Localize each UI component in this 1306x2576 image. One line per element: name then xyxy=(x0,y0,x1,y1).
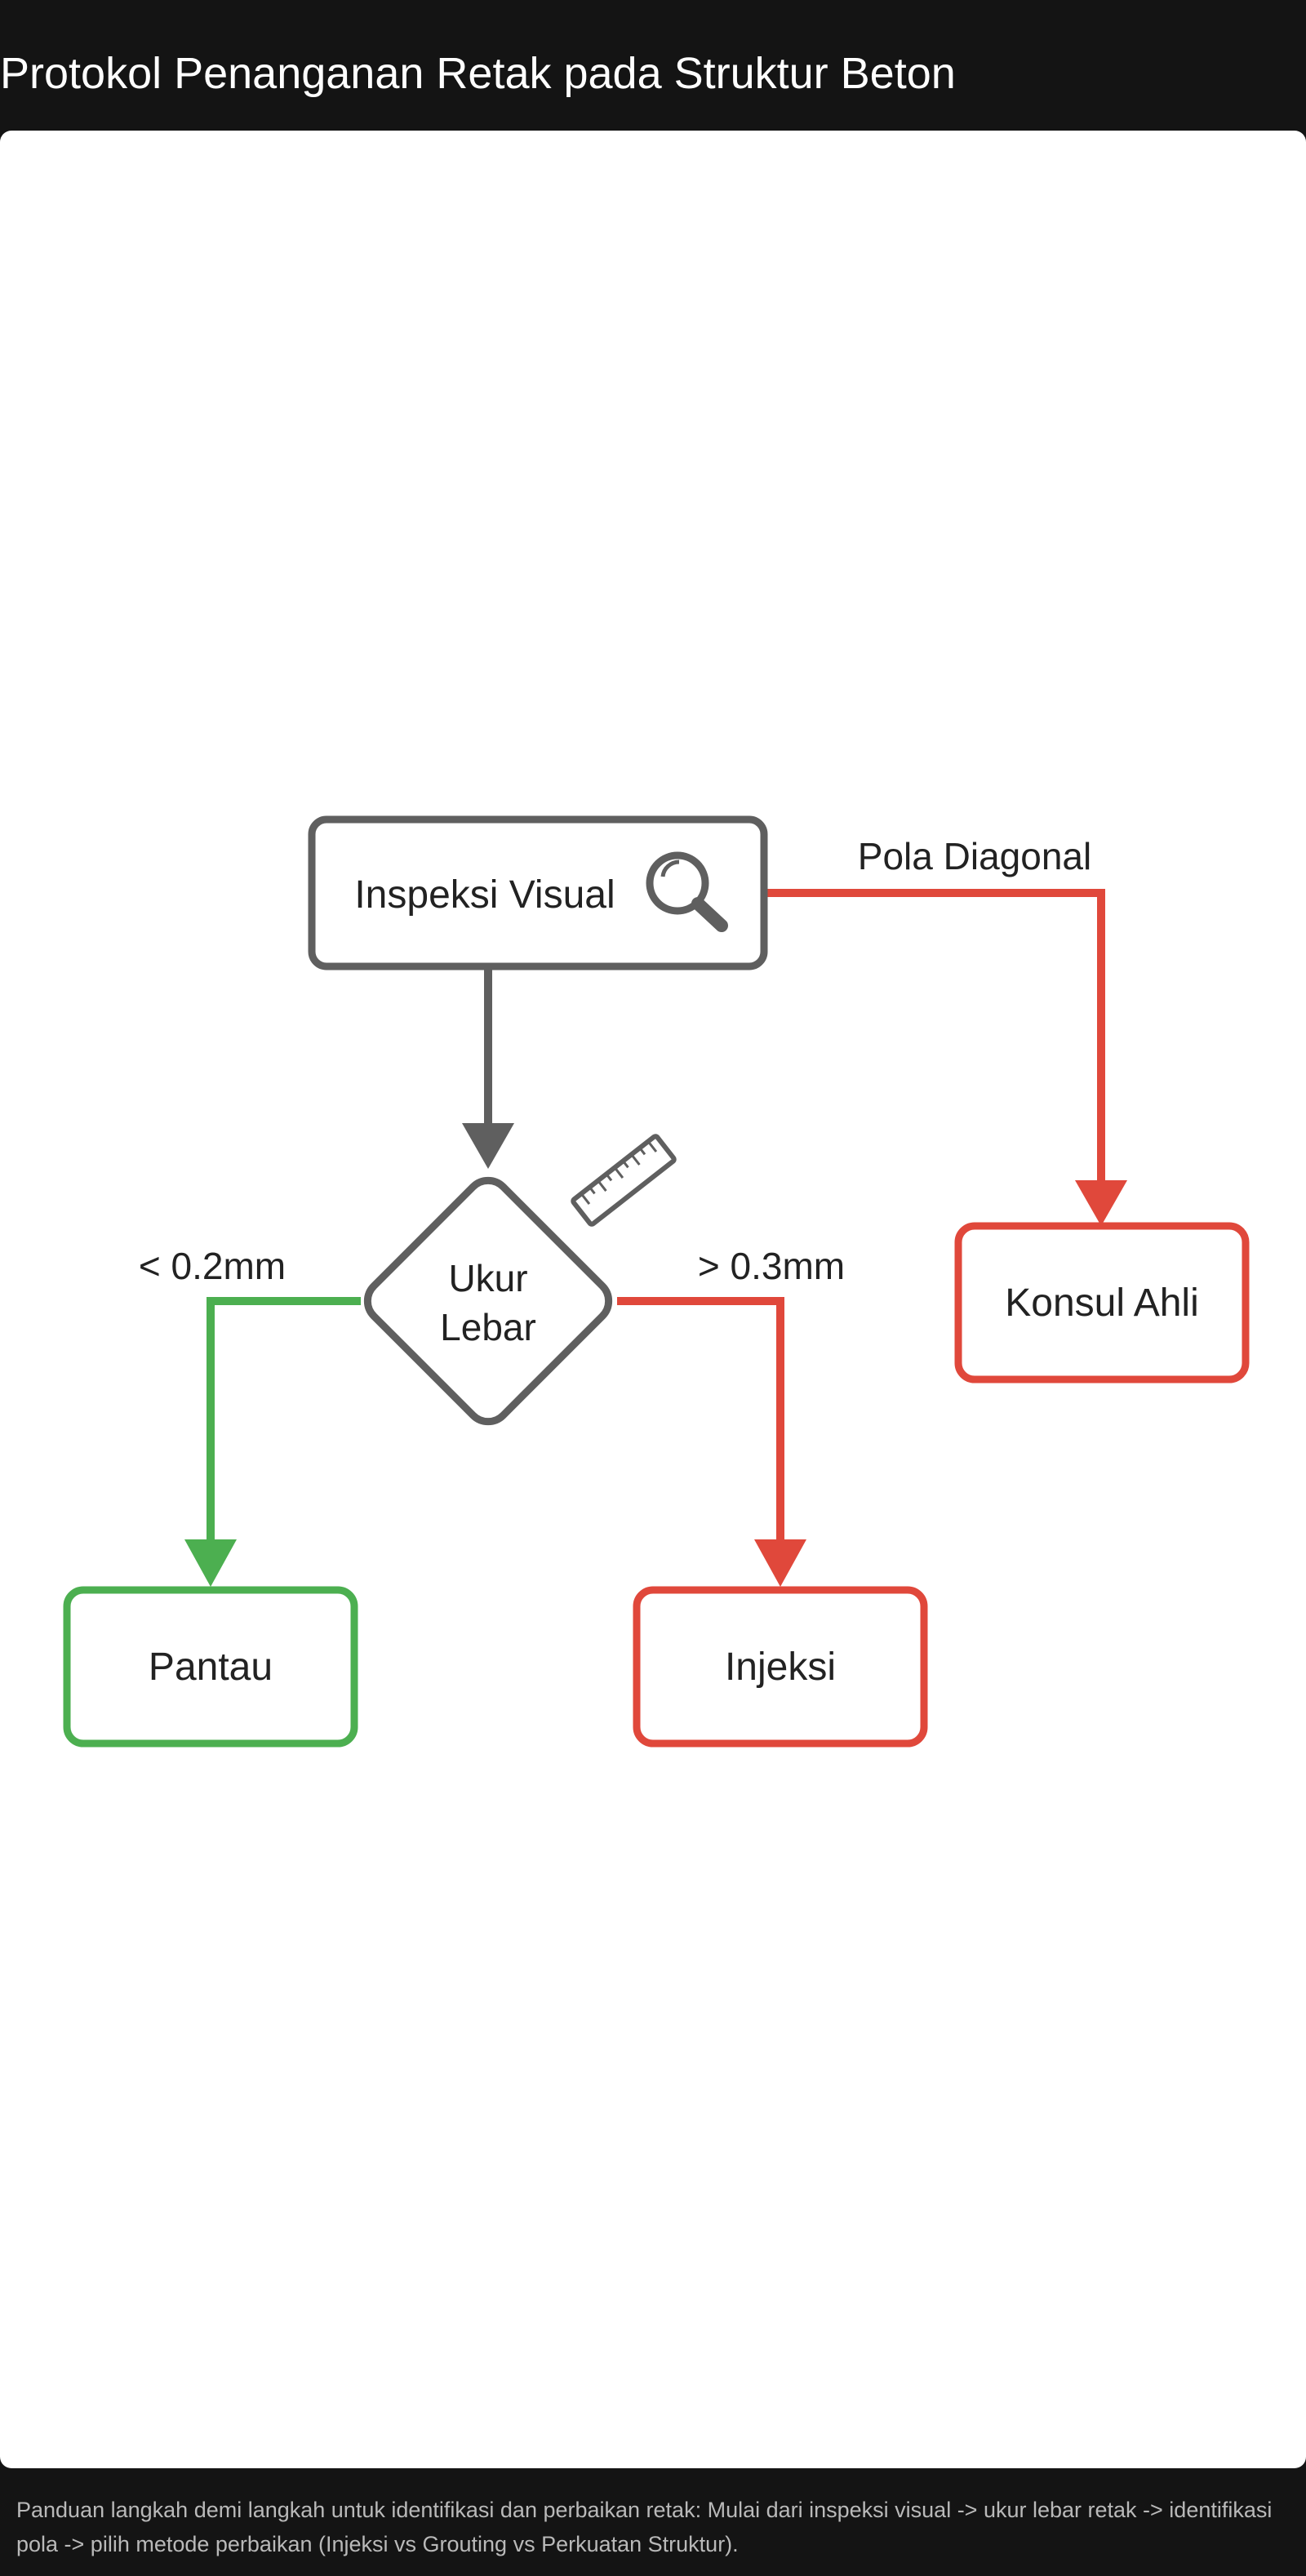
ruler-icon xyxy=(571,1134,677,1227)
page-title: Protokol Penanganan Retak pada Struktur … xyxy=(0,49,956,98)
node-konsul-ahli: Konsul Ahli xyxy=(954,1222,1250,1383)
caption: Panduan langkah demi langkah untuk ident… xyxy=(16,2498,1273,2556)
node-ukur-lebar: Ukur Lebar xyxy=(363,1176,613,1426)
node-ukur-lebar-label-1: Ukur xyxy=(448,1257,527,1299)
page-header: Protokol Penanganan Retak pada Struktur … xyxy=(0,0,1306,131)
connector-inspect-to-measure xyxy=(462,968,514,1169)
node-konsul-ahli-label: Konsul Ahli xyxy=(1005,1281,1199,1325)
node-pantau: Pantau xyxy=(63,1586,358,1748)
diagram-card: Pola Diagonal < 0.2mm > 0.3mm Inspeksi V… xyxy=(0,131,1306,2468)
node-inspeksi-visual: Inspeksi Visual xyxy=(308,815,768,970)
edge-label-small: < 0.2mm xyxy=(139,1245,286,1287)
magnifier-icon xyxy=(646,851,728,932)
connector-inspect-to-consult xyxy=(764,889,1127,1226)
node-ukur-lebar-label-2: Lebar xyxy=(440,1306,536,1348)
connector-measure-to-monitor xyxy=(184,1297,361,1587)
edge-label-diagonal: Pola Diagonal xyxy=(858,835,1091,877)
flowchart: Pola Diagonal < 0.2mm > 0.3mm Inspeksi V… xyxy=(63,815,1250,1748)
connector-measure-to-inject xyxy=(617,1297,806,1587)
node-pantau-label: Pantau xyxy=(149,1646,273,1689)
node-injeksi-label: Injeksi xyxy=(725,1646,836,1689)
edge-label-large: > 0.3mm xyxy=(698,1245,845,1287)
node-inspeksi-visual-label: Inspeksi Visual xyxy=(354,873,615,917)
node-injeksi: Injeksi xyxy=(633,1586,928,1748)
